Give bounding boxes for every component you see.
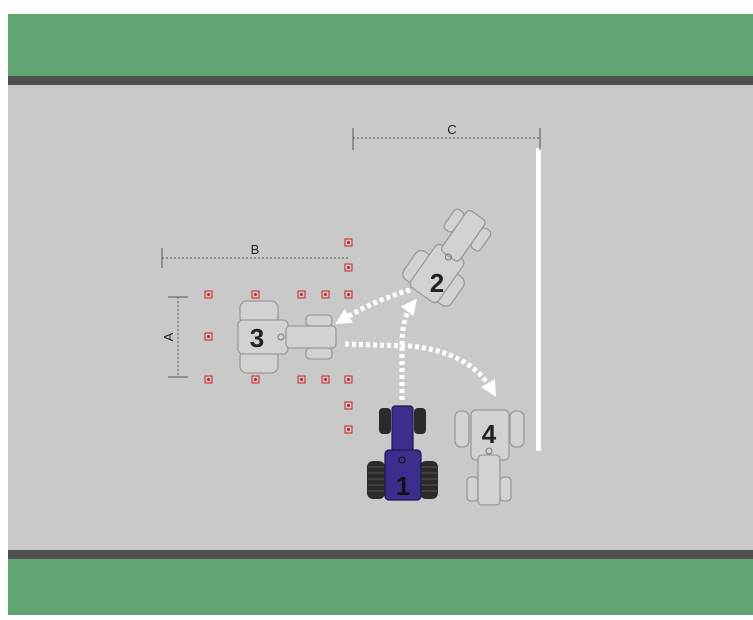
marker bbox=[344, 290, 353, 299]
marker bbox=[297, 290, 306, 299]
arrow-2-to-3 bbox=[335, 287, 411, 325]
path-arrows bbox=[335, 287, 497, 400]
tractor-3-label: 3 bbox=[250, 323, 264, 353]
tractor-2 bbox=[402, 208, 492, 307]
curb-bottom bbox=[8, 550, 753, 559]
marker bbox=[321, 375, 330, 384]
boundary-markers bbox=[204, 238, 353, 434]
marker bbox=[204, 332, 213, 341]
marker bbox=[251, 290, 260, 299]
marker bbox=[204, 375, 213, 384]
dimension-b-label: B bbox=[251, 242, 260, 257]
tractor-2-label: 2 bbox=[430, 268, 444, 298]
boundary-line bbox=[536, 148, 541, 451]
grass-top bbox=[8, 14, 753, 76]
curb-top bbox=[8, 76, 753, 85]
marker bbox=[297, 375, 306, 384]
arrow-to-2 bbox=[399, 298, 417, 346]
marker bbox=[344, 238, 353, 247]
dimension-a-label: A bbox=[161, 332, 176, 341]
marker bbox=[344, 425, 353, 434]
dimension-b: B bbox=[161, 242, 348, 268]
dimension-a: A bbox=[161, 296, 188, 378]
arrow-3-to-4 bbox=[344, 341, 497, 397]
marker bbox=[251, 375, 260, 384]
tractor-1: 1 bbox=[367, 405, 438, 501]
tractor-1-label: 1 bbox=[396, 471, 410, 501]
marker bbox=[344, 263, 353, 272]
marker bbox=[204, 290, 213, 299]
marker bbox=[344, 375, 353, 384]
dimension-c-label: C bbox=[447, 122, 456, 137]
tractor-4: 4 bbox=[454, 409, 525, 506]
marker bbox=[344, 401, 353, 410]
dimension-c: C bbox=[352, 122, 541, 150]
tractor-3: 3 bbox=[237, 300, 337, 374]
tractor-4-label: 4 bbox=[482, 419, 497, 449]
marker bbox=[321, 290, 330, 299]
grass-bottom bbox=[8, 559, 753, 615]
